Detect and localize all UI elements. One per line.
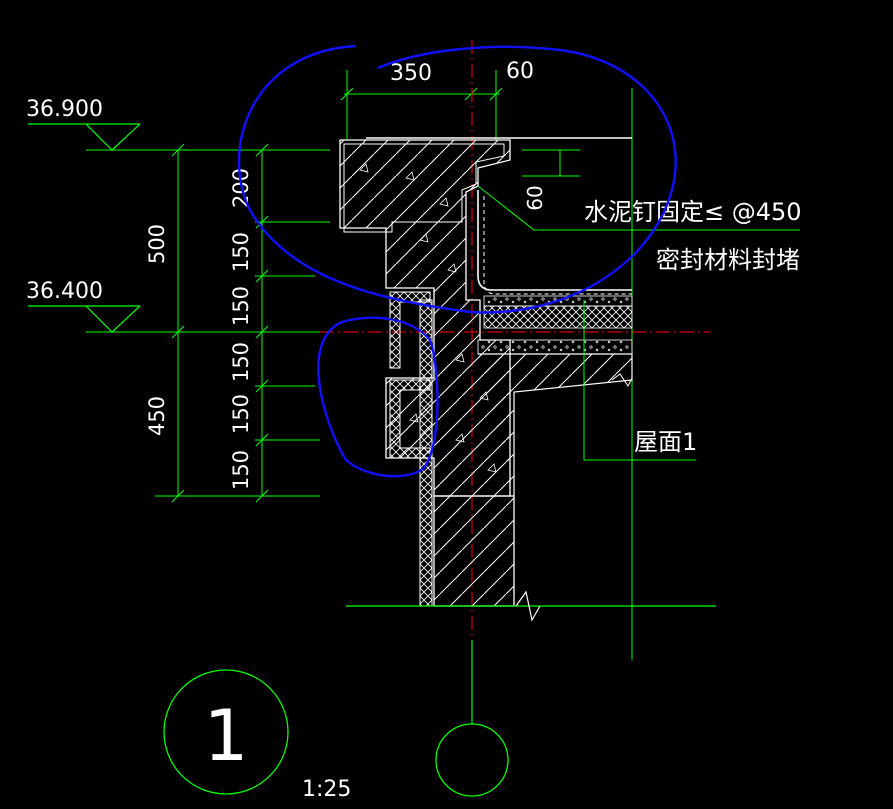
annotation-roof: 屋面1 xyxy=(634,428,697,456)
dim-350: 350 xyxy=(390,61,432,86)
vertical-dimension-labels: 500 450 200 150 150 150 150 150 xyxy=(145,168,253,490)
dim-150-d: 150 xyxy=(229,394,253,434)
markup-cloud-upper xyxy=(237,44,677,314)
markup-cloud-lower xyxy=(317,316,439,478)
detail-scale: 1:25 xyxy=(302,777,351,802)
axis-bubble xyxy=(435,723,509,797)
dim-60-lap: 60 xyxy=(523,185,547,210)
annotation-nail-fix: 水泥钉固定≤ @450 xyxy=(584,198,802,226)
elevation-label-mid: 36.400 xyxy=(26,279,103,304)
dim-500: 500 xyxy=(145,224,169,264)
dim-150-b: 150 xyxy=(229,286,253,326)
parapet-section xyxy=(339,137,716,622)
dim-150-a: 150 xyxy=(229,232,253,272)
annotation-sealant: 密封材料封堵 xyxy=(656,246,800,274)
detail-marker-circle xyxy=(163,669,289,795)
detail-number: 1 xyxy=(204,695,249,777)
dim-150-c: 150 xyxy=(229,342,253,382)
elevation-marker-top: 36.900 xyxy=(26,97,330,151)
elevation-label-top: 36.900 xyxy=(26,97,103,122)
dim-150-e: 150 xyxy=(229,450,253,490)
top-dimension xyxy=(340,70,503,140)
dim-450: 450 xyxy=(145,396,169,436)
annotation-leaders xyxy=(477,149,800,461)
dim-60-top: 60 xyxy=(506,59,534,84)
vertical-dimensions xyxy=(155,143,330,503)
